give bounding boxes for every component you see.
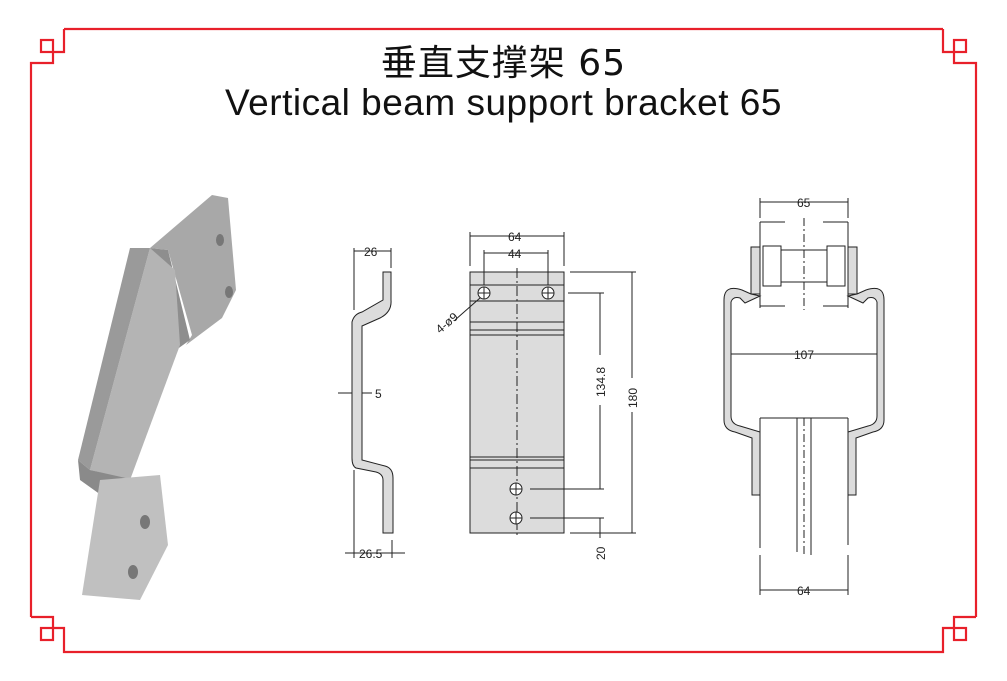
dim-channel-width: 107 — [794, 348, 814, 362]
dim-bottom-pitch: 20 — [594, 546, 608, 560]
dim-height: 180 — [626, 388, 640, 408]
dim-thickness: 5 — [375, 387, 382, 401]
dim-post-width: 64 — [797, 584, 811, 598]
title-chinese: 垂直支撑架 65 — [380, 43, 627, 84]
assembly-view-drawing — [723, 198, 885, 595]
front-view-drawing — [454, 232, 636, 538]
dim-hole-span: 134.8 — [594, 367, 608, 397]
dim-hole-spacing: 44 — [508, 247, 522, 261]
bracket-photo — [78, 195, 236, 600]
dim-holes: 4-ø9 — [433, 310, 461, 337]
dim-top-width: 26 — [364, 245, 378, 259]
dim-bottom-width: 26.5 — [359, 547, 383, 561]
dim-width: 64 — [508, 230, 522, 244]
dim-rail-width: 65 — [797, 196, 811, 210]
title-english: Vertical beam support bracket 65 — [225, 82, 782, 123]
side-view-drawing — [338, 248, 405, 558]
